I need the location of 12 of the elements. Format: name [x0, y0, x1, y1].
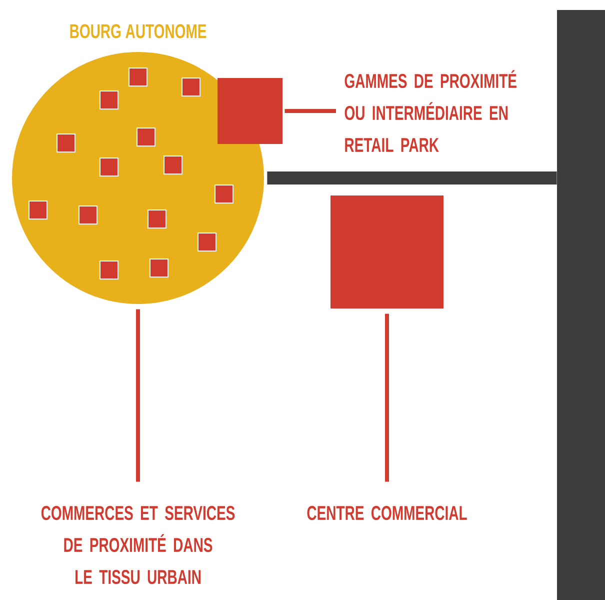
store-square	[218, 78, 282, 144]
store-square	[330, 196, 444, 308]
leader-line	[284, 109, 336, 113]
leader-line	[136, 309, 140, 482]
leader-line	[385, 314, 389, 482]
caption-text: COMMERCES ET SERVICES DE PROXIMITÉ DANS LE TISSU URBAIN	[41, 506, 235, 584]
caption-text: GAMMES DE PROXIMITÉ OU INTERMÉDIAIRE EN RETAIL PARK	[344, 70, 516, 152]
caption-text: CENTRE COMMERCIAL	[307, 506, 467, 520]
town-circle-drawing: BOURG AUTONOME	[12, 24, 264, 304]
road-bar	[557, 10, 605, 600]
road-line	[267, 172, 557, 184]
node-label: BOURG AUTONOME	[70, 24, 206, 38]
